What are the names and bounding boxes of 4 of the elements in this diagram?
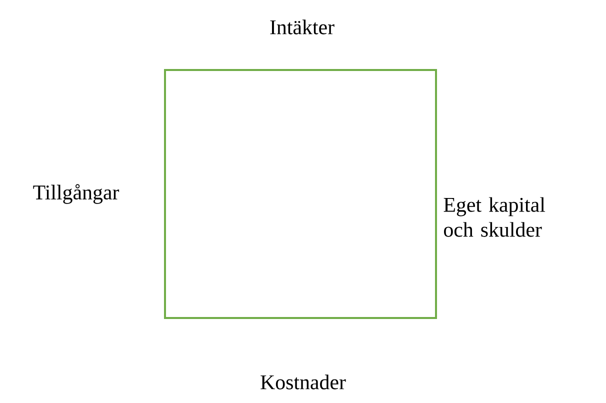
side-label: Intäkter xyxy=(270,20,334,34)
side-label: Kostnader xyxy=(260,374,346,390)
side-label: Tillgångar xyxy=(33,184,120,204)
square xyxy=(164,69,437,319)
